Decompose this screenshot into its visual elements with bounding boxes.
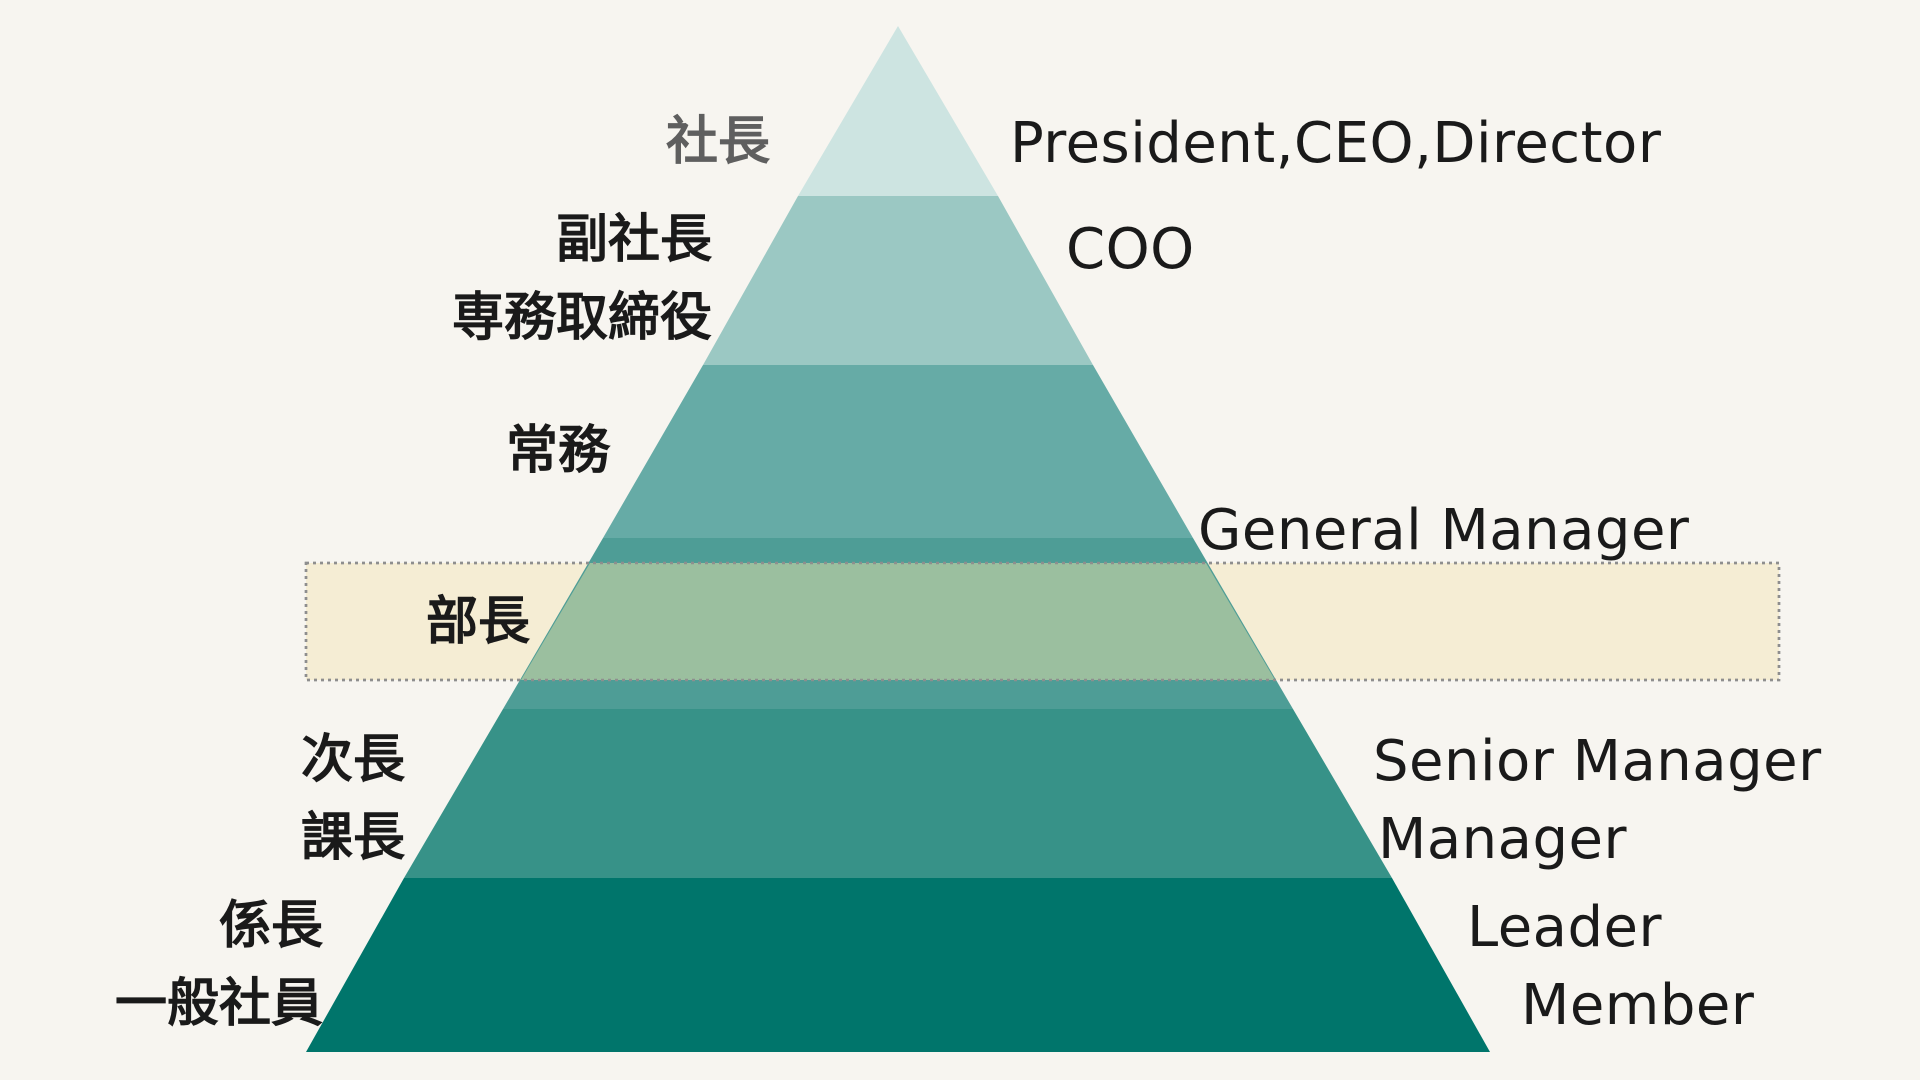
label-en-manager: Manager [1378,807,1627,872]
pyramid-tier-3 [603,365,1193,538]
label-jp-managing-director: 常務 [505,421,610,481]
pyramid-tier-1 [798,26,998,196]
label-jp-deputy-manager: 次長 [300,730,405,790]
pyramid-tier-6 [306,878,1490,1052]
label-en-senior-manager: Senior Manager [1373,729,1822,794]
label-en-coo: COO [1066,217,1195,282]
label-jp-staff: 一般社員 [114,974,323,1034]
label-jp-senior-managing-director: 専務取締役 [451,288,712,348]
highlight-band-outline [304,561,1781,682]
label-jp-vice-president: 副社長 [555,210,712,270]
label-en-leader: Leader [1467,895,1663,960]
label-jp-section-manager: 課長 [300,808,405,868]
highlight-overlap [521,563,1275,680]
label-jp-president: 社長 [665,112,770,172]
label-en-president: President,CEO,Director [1010,111,1662,176]
pyramid-tier-2 [703,196,1093,365]
label-jp-general-manager: 部長 [425,592,530,652]
label-jp-team-leader: 係長 [218,896,323,956]
label-en-member: Member [1521,973,1755,1038]
pyramid-tier-5 [404,709,1392,878]
label-en-general-manager: General Manager [1198,498,1690,563]
